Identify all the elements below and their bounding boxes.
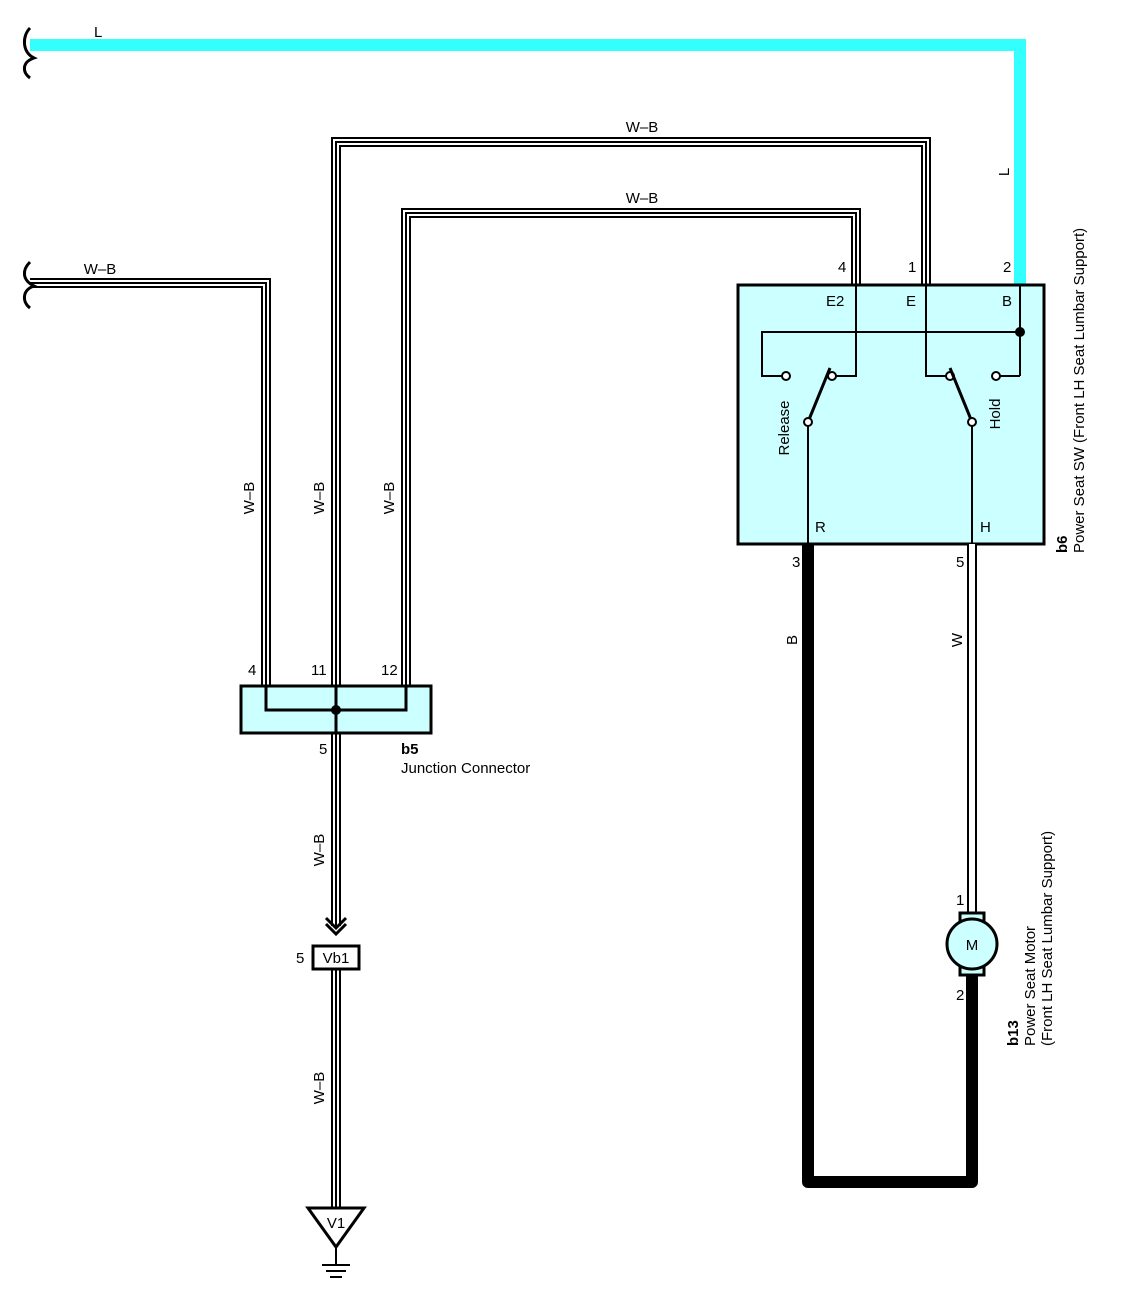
wire-label-wb-ground: W–B [311,1072,328,1105]
wire-b [802,544,978,1188]
motor-symbol: M [966,937,979,954]
motor-pin-2: 2 [956,987,964,1004]
motor-name-line2: (Front LH Seat Lumbar Support) [1039,831,1056,1046]
junction-pin-5: 5 [319,741,327,758]
switch-name: Power Seat SW (Front LH Seat Lumbar Supp… [1071,228,1088,553]
wire-label-b: B [784,635,801,645]
wire-label-wb-inner: W–B [626,190,659,207]
switch-pin-4: 4 [838,259,846,276]
switch-terminal-h: H [980,519,991,536]
connector-arrow-icon [324,922,348,937]
wire-wb-lower [324,733,348,937]
switch-hold-label: Hold [987,399,1004,430]
wire-wb-left [23,260,271,686]
hold-switch-blade [948,367,974,423]
switch-pin-2: 2 [1003,259,1011,276]
wire-label-wb-outer: W–B [626,119,659,136]
switch-code: b6 [1054,535,1071,553]
junction-connector-b5 [239,684,433,735]
wire-label-w: W [949,632,966,647]
motor-code: b13 [1005,1020,1022,1046]
switch-terminal-e: E [906,293,916,310]
wire-label-wb-mid-v: W–B [311,482,328,515]
power-seat-switch-b6 [736,283,1046,546]
junction-pin-4: 4 [248,662,256,679]
wire-wb-outer [331,137,931,686]
switch-pin-3: 3 [792,554,800,571]
motor-pin-1: 1 [956,892,964,909]
junction-dot [1015,327,1025,337]
wire-wb-inner [401,208,861,686]
junction-pin-12: 12 [381,662,398,679]
switch-pin-5: 5 [956,554,964,571]
connector-vb1-label: Vb1 [323,950,350,967]
junction-code: b5 [401,741,419,758]
ground-v1 [305,1206,367,1278]
motor-name-line1: Power Seat Motor [1022,926,1039,1046]
switch-release-label: Release [776,400,793,455]
motor-b13 [945,911,999,977]
wire-break-icon [23,260,38,310]
wire-label-wb-lower: W–B [311,834,328,867]
wire-label-l-right: L [996,168,1013,176]
connector-arrow-icon [324,916,348,931]
wire-break-icon [23,26,38,80]
junction-pin-11: 11 [311,662,327,679]
release-switch-blade [806,367,832,423]
connector-vb1 [311,944,361,971]
switch-terminal-e2: E2 [826,293,844,310]
wire-label-wb-left-v: W–B [241,482,258,515]
switch-terminal-b: B [1002,293,1012,310]
ground-v1-label: V1 [327,1215,345,1232]
contact-icon [991,371,1001,381]
junction-name: Junction Connector [401,760,530,777]
connector-vb1-pin: 5 [296,950,304,967]
switch-terminal-r: R [815,519,826,536]
wire-label-wb-right-v: W–B [381,482,398,515]
wire-l [23,26,1026,285]
junction-dot [331,705,341,715]
motor-icon [945,917,999,971]
contact-icon [781,371,791,381]
wire-label-wb-left-h: W–B [84,261,117,278]
switch-pin-1: 1 [908,259,916,276]
wire-label-l-top: L [94,24,102,41]
